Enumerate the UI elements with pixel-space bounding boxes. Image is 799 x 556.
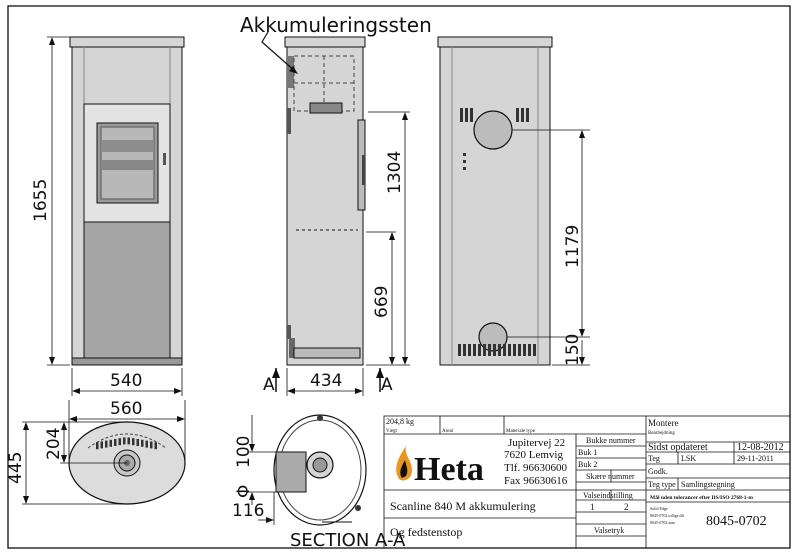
section-mark-right: A (381, 375, 393, 395)
dim-top (22, 400, 186, 505)
dim-diameter-label: 100 (234, 436, 254, 468)
tb-teg-name: LSK (681, 454, 696, 463)
tb-teg-label: Teg (648, 454, 660, 463)
tb-small2: 8045-0702 tollige.dft (650, 513, 685, 518)
tb-tolerance: Mål uden tolerancer efter DS/ISO 2768-1-… (650, 494, 753, 501)
dim-rear-bottom-label: 150 (563, 334, 583, 366)
dim-section (247, 415, 276, 525)
dim-top-depth1-label: 445 (6, 452, 26, 484)
dim-height-label: 1655 (31, 179, 51, 222)
tb-logo: Heta (414, 451, 484, 488)
dim-offset-label: 116 (232, 501, 264, 521)
dim-side-width-label: 434 (310, 371, 342, 391)
top-vents (96, 437, 157, 450)
dim-lower-height (366, 231, 396, 365)
tb-valse1: 1 (590, 502, 595, 512)
dim-rear-height-label: 1179 (563, 225, 583, 268)
tb-address2: 7620 Lemvig (504, 449, 563, 461)
tb-area-label: Areal (442, 429, 454, 434)
dim-rear-height (507, 129, 590, 366)
callout-label: Akkumuleringssten (240, 13, 432, 37)
tb-sidst-label: Sidst opdateret (648, 442, 708, 453)
tb-small1: Solid Edge (650, 506, 668, 511)
tb-skaere: Skære nummer (586, 472, 635, 481)
tb-material-label: Materiale type (506, 429, 536, 434)
front-view (69, 36, 185, 366)
tb-sidst-date: 12-08-2012 (737, 442, 784, 453)
dim-side-width (272, 368, 384, 396)
tb-tegtype-label: Teg type (648, 480, 676, 489)
tb-product1: Scanline 840 M akkumulering (390, 499, 536, 513)
dim-top-depth2-label: 204 (44, 428, 64, 460)
tb-drawing-number: 8045-0702 (706, 514, 767, 529)
tb-valse-header: Valseindstilling (583, 491, 633, 500)
tb-address1: Jupitervej 22 (508, 437, 565, 449)
dim-top-width-label: 560 (110, 399, 142, 419)
tb-valse2: 2 (624, 502, 629, 512)
dim-front-width (71, 368, 183, 396)
tb-bearbejdning: Bearbejdning (648, 431, 675, 436)
tb-product2: Og fedstenstop (390, 525, 462, 539)
tb-buk2: Buk 2 (578, 460, 597, 469)
tb-buk1: Buk 1 (578, 448, 597, 457)
tb-weight: 204,8 kg (386, 417, 414, 426)
tb-montere: Montere (648, 418, 679, 428)
tb-tel: Tlf. 96630600 (504, 462, 567, 474)
tb-bukke-header: Bukke nummer (586, 436, 636, 445)
section-mark-left: A (263, 375, 275, 395)
callout-leader (261, 31, 297, 73)
title-block (383, 415, 791, 549)
dim-lower-height-label: 669 (372, 286, 392, 318)
rear-vent-slots (458, 344, 536, 356)
tb-teg-date: 29-11-2011 (737, 454, 774, 463)
side-view (284, 36, 366, 366)
dim-front-width-label: 540 (110, 371, 142, 391)
section-view (273, 414, 367, 526)
dim-phi-label: Φ (234, 485, 254, 498)
tb-small3: 8045-0702 asm (650, 520, 676, 525)
dim-door-height-label: 1304 (385, 151, 405, 194)
rear-view (437, 36, 553, 366)
tb-fax: Fax 96630616 (504, 475, 568, 487)
tb-weight-label: Vægt (386, 429, 397, 434)
heta-flame-icon (396, 446, 412, 481)
tb-godk-label: Godk. (648, 467, 668, 476)
dim-door-height (366, 111, 410, 366)
section-title: SECTION A-A (290, 530, 406, 551)
dim-height (47, 36, 70, 366)
tb-tegtype-value: Samlingstegning (681, 480, 735, 489)
tb-valsetryk: Valsetryk (594, 526, 624, 535)
